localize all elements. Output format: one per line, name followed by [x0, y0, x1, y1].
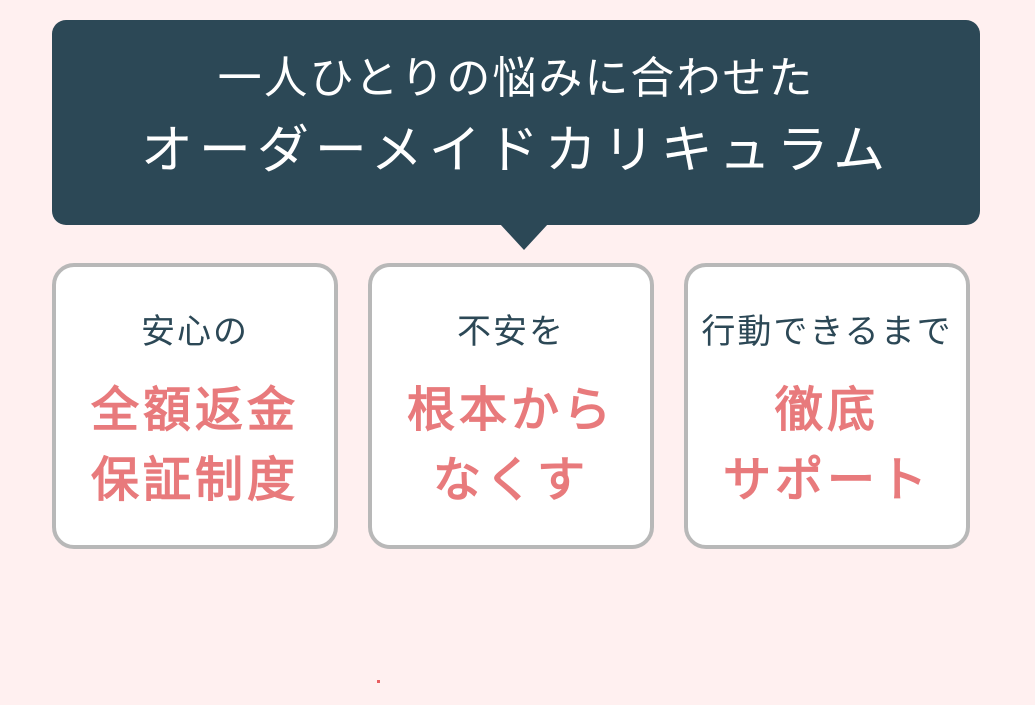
card-subtitle: 安心の [141, 312, 249, 352]
banner-pointer-arrow [500, 224, 548, 250]
card-main-line1: 根本から [406, 382, 615, 438]
feature-card-refund: 安心の 全額返金 保証制度 [52, 263, 338, 549]
card-main-text: 全額返金 保証制度 [91, 375, 299, 515]
card-main-line2: 保証制度 [90, 452, 299, 508]
decorative-dot [377, 680, 380, 683]
card-main-line1: 徹底 [774, 382, 879, 438]
headline-line2: オーダーメイドカリキュラム [140, 120, 892, 181]
headline-banner: 一人ひとりの悩みに合わせた オーダーメイドカリキュラム [52, 20, 980, 225]
card-main-text: 徹底 サポート [723, 375, 931, 515]
card-main-line2: なくす [432, 452, 589, 508]
feature-card-anxiety: 不安を 根本から なくす [368, 263, 654, 549]
card-main-text: 根本から なくす [407, 375, 615, 515]
card-main-line1: 全額返金 [90, 382, 299, 438]
headline-line1: 一人ひとりの悩みに合わせた [217, 52, 815, 104]
card-subtitle: 不安を [457, 312, 565, 352]
card-main-line2: サポート [722, 452, 931, 508]
card-subtitle: 行動できるまで [701, 312, 953, 352]
feature-card-support: 行動できるまで 徹底 サポート [684, 263, 970, 549]
